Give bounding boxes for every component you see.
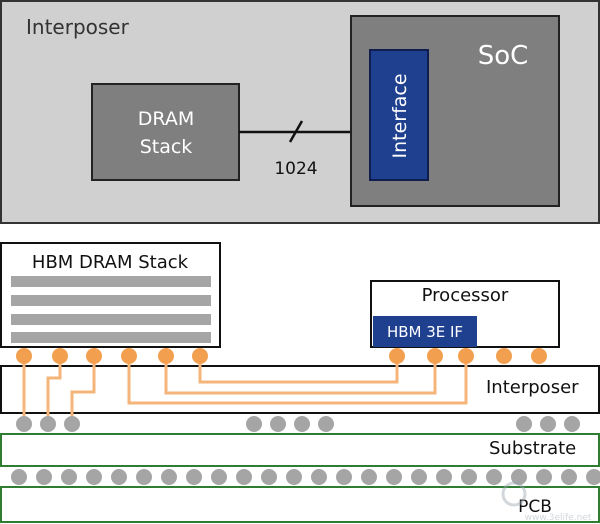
micro-bump xyxy=(121,348,137,364)
bga-ball xyxy=(261,469,277,485)
micro-bumps xyxy=(16,348,547,364)
bga-ball xyxy=(361,469,377,485)
substrate-layer xyxy=(0,433,600,467)
3elife-watermark: www.3elife.net xyxy=(501,481,592,523)
c4-bump xyxy=(40,416,56,432)
bga-ball xyxy=(236,469,252,485)
micro-bump xyxy=(496,348,512,364)
micro-bump xyxy=(192,348,208,364)
route-wire xyxy=(46,356,62,424)
bga-ball xyxy=(286,469,302,485)
bga-ball xyxy=(161,469,177,485)
bga-ball xyxy=(461,469,477,485)
dram-die xyxy=(11,314,211,325)
bga-ball xyxy=(511,469,527,485)
bga-ball xyxy=(186,469,202,485)
micro-bump xyxy=(531,348,547,364)
hbm-3e-if-label: HBM 3E IF xyxy=(387,323,463,341)
micro-bump xyxy=(389,348,405,364)
substrate-label: Substrate xyxy=(489,438,576,459)
bga-ball xyxy=(536,469,552,485)
dram-die xyxy=(11,332,211,343)
bga-ball xyxy=(36,469,52,485)
bga-ball xyxy=(11,469,27,485)
watermark-logo-icon xyxy=(501,481,527,507)
bga-ball xyxy=(61,469,77,485)
hbm-dram-stack-label: HBM DRAM Stack xyxy=(32,252,189,273)
dram-die xyxy=(11,295,211,306)
micro-bump xyxy=(86,348,102,364)
interposer-layer-label: Interposer xyxy=(486,377,579,398)
dram-stack-block xyxy=(91,83,240,181)
soc-label: SoC xyxy=(478,41,529,71)
bga-ball xyxy=(386,469,402,485)
hbm-3e-if-block xyxy=(373,316,477,347)
micro-bump xyxy=(52,348,68,364)
c4-bump xyxy=(516,416,532,432)
bus-width-label: 1024 xyxy=(274,159,317,179)
micro-bump xyxy=(458,348,474,364)
top-view: Interposer DRAM Stack 1024 SoC Interface xyxy=(0,0,600,224)
bga-balls xyxy=(11,469,600,485)
c4-bump xyxy=(294,416,310,432)
interposer-layer xyxy=(0,365,600,414)
micro-bump xyxy=(427,348,443,364)
bus-slash xyxy=(288,120,304,143)
c4-bump xyxy=(16,416,32,432)
bga-ball xyxy=(86,469,102,485)
micro-bump xyxy=(158,348,174,364)
interposer-routing xyxy=(22,356,468,424)
c4-bump xyxy=(564,416,580,432)
bga-ball xyxy=(111,469,127,485)
bga-ball xyxy=(336,469,352,485)
dram-stack-label-2: Stack xyxy=(140,136,193,158)
c4-bump xyxy=(270,416,286,432)
micro-bump xyxy=(16,348,32,364)
c4-bump xyxy=(64,416,80,432)
c4-bump xyxy=(246,416,262,432)
bga-ball xyxy=(411,469,427,485)
bga-ball xyxy=(436,469,452,485)
route-wire xyxy=(70,356,96,424)
c4-bump xyxy=(540,416,556,432)
pcb-label: PCB xyxy=(518,497,552,517)
route-wire xyxy=(127,356,468,405)
dram-stack-label-1: DRAM xyxy=(138,108,194,130)
processor-label: Processor xyxy=(422,285,509,306)
dram-die xyxy=(11,276,211,287)
pcb-layer xyxy=(0,486,600,523)
watermark-text: www.3elife.net xyxy=(525,513,592,523)
bga-ball xyxy=(561,469,577,485)
interface-label: Interface xyxy=(389,73,411,158)
route-wire xyxy=(198,356,399,384)
interposer-top-label: Interposer xyxy=(26,15,130,39)
bga-ball xyxy=(211,469,227,485)
bga-ball xyxy=(486,469,502,485)
route-wire xyxy=(164,356,437,395)
cross-section: HBM DRAM Stack Processor HBM 3E IF Inter… xyxy=(0,242,600,523)
c4-bump xyxy=(318,416,334,432)
dram-dies xyxy=(11,276,211,343)
bga-ball xyxy=(136,469,152,485)
bga-ball xyxy=(311,469,327,485)
c4-bumps xyxy=(16,416,580,432)
interface-block xyxy=(369,49,429,181)
bga-ball xyxy=(586,469,600,485)
